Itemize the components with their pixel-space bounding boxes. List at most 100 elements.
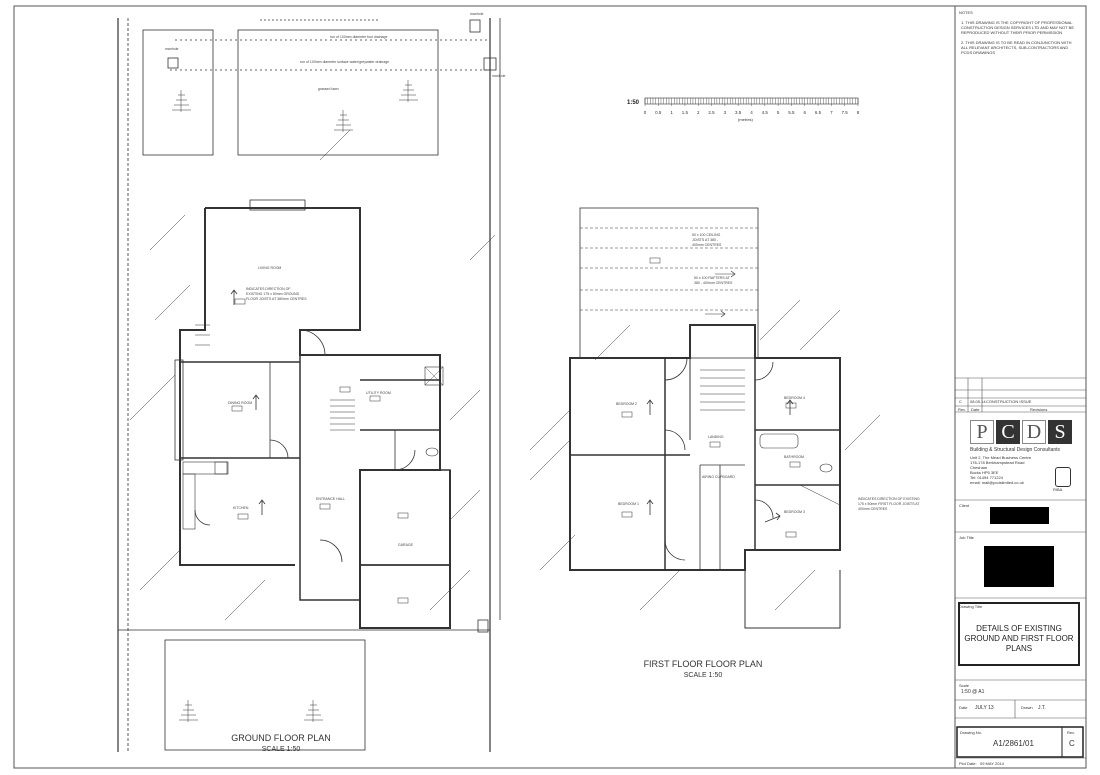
company-logo: P C D S (970, 420, 1072, 444)
lawn-label: grassed lawn (318, 87, 339, 91)
address-line-6: email: mail@pcdslimited.co.uk (970, 480, 1024, 485)
first-floor-plan (529, 207, 881, 629)
scale-bar-unit: (metres) (738, 117, 754, 122)
scale-tick-label: 3.5 (735, 110, 742, 115)
scale-tick-label: 5 (777, 110, 780, 115)
note-number-1: 1. (961, 20, 966, 25)
ff-joist-note-2: 175 x 50mm FIRST FLOOR JOISTS AT (858, 502, 920, 506)
ground-floor-title: GROUND FLOOR PLAN (231, 733, 331, 743)
ff-joist-note-3: 400mm CENTRES (858, 507, 888, 511)
drawing-no-value: A1/2861/01 (993, 739, 1034, 748)
address-line-2: 176-178 Berkhampstead Road (970, 460, 1025, 465)
date-value: JULY 13 (975, 705, 994, 711)
job-title-redaction (984, 546, 1054, 587)
scale-value: 1:50 @ A1 (961, 689, 985, 695)
room-label-bed3: BEDROOM 3 (784, 510, 805, 514)
logo-letter-s: S (1048, 420, 1072, 444)
job-title-label: Job Title (959, 535, 974, 540)
riba-badge-text: RIBA (1053, 487, 1063, 492)
manhole-label-3: manhole (492, 74, 505, 78)
note-text-2: THIS DRAWING IS TO BE READ IN CONJUNCTIO… (961, 40, 1072, 55)
drawing-title-box: DETAILS OF EXISTING GROUND AND FIRST FLO… (958, 602, 1080, 666)
plot-date-value: 09 MAY 2014 (980, 761, 1004, 766)
scale-tick-label: 7.5 (842, 110, 849, 115)
note-item-1: 1. THIS DRAWING IS THE COPYRIGHT OF PROF… (961, 20, 1079, 35)
riba-badge-icon (1055, 467, 1071, 487)
address-line-1: Unit 2, The Mead Business Centre (970, 455, 1032, 460)
note-item-2: 2. THIS DRAWING IS TO BE READ IN CONJUNC… (961, 40, 1079, 55)
ground-floor-plan (117, 18, 501, 752)
joist-note-line-2: EXISTING 175 x 50mm GROUND (246, 292, 300, 296)
manhole-label-2: manhole (470, 12, 483, 16)
drawing-title-line-1: DETAILS OF EXISTING (976, 624, 1062, 633)
scale-bar-ratio: 1:50 (627, 100, 640, 106)
room-label-bed2: BEDROOM 2 (616, 402, 637, 406)
scale-tick-label: 4.5 (762, 110, 769, 115)
scale-label: Scale (959, 683, 970, 688)
company-address: Unit 2, The Mead Business Centre 176-178… (970, 455, 1050, 485)
room-label-bed1: BEDROOM 1 (618, 502, 639, 506)
scale-tick-label: 1 (670, 110, 673, 115)
scale-tick-label: 3 (724, 110, 727, 115)
date-label: Date (959, 705, 968, 710)
drawing-title: DETAILS OF EXISTING GROUND AND FIRST FLO… (960, 624, 1078, 654)
drawing-no-label: Drawing No. (960, 730, 983, 735)
revision-date: 08.05.14 (970, 399, 986, 404)
joist-note-line-3: FLOOR JOISTS AT 380mm CENTRES (246, 297, 307, 301)
client-label: Client (959, 503, 970, 508)
drainage-label-2: run of 100mm diameter surface water/grey… (300, 60, 389, 64)
notes-heading: NOTES (959, 10, 973, 15)
room-label-utility: UTILITY ROOM (366, 391, 391, 395)
ff-joist-note-1: INDICATES DIRECTION OF EXISTING (858, 497, 920, 501)
room-label-garage: GARAGE (398, 543, 414, 547)
rev-label: Rev. (1067, 730, 1075, 735)
scale-tick-label: 0.5 (655, 110, 662, 115)
company-tagline: Building & Structural Design Consultants (970, 447, 1061, 453)
scale-tick-label: 4 (750, 110, 753, 115)
revision-header-rev: Rev. (958, 407, 966, 412)
ceiling-note-2: JOISTS AT 380 - (692, 238, 719, 242)
scale-tick-label: 5.5 (788, 110, 795, 115)
address-line-3: Chesham (970, 465, 988, 470)
drainage-label-1: run of 100mm diameter foul drainage (330, 35, 387, 39)
room-label-living: LIVING ROOM (258, 266, 281, 270)
logo-letter-c: C (996, 420, 1020, 444)
drawing-title-line-2: GROUND AND FIRST FLOOR (964, 634, 1074, 643)
revision-header-desc: Revisions (1030, 407, 1048, 412)
room-label-dining: DINING ROOM (228, 401, 252, 405)
drawn-label: Drawn (1021, 705, 1033, 710)
room-label-bath: BATHROOM (784, 455, 804, 459)
rafter-note-2: 380 - 400mm CENTRES (694, 281, 733, 285)
address-line-5: Tel: 01494 771224 (970, 475, 1003, 480)
room-label-airing: AIRING CUPBOARD (702, 475, 735, 479)
scale-tick-label: 2.5 (708, 110, 715, 115)
first-floor-title: FIRST FLOOR FLOOR PLAN (644, 659, 763, 669)
address-line-4: Bucks HP5 3EE (970, 470, 999, 475)
note-text-1: THIS DRAWING IS THE COPYRIGHT OF PROFESS… (961, 20, 1074, 35)
scale-tick-label: 6.5 (815, 110, 822, 115)
manhole-label-1: manhole (165, 47, 178, 51)
first-floor-scale: SCALE 1:50 (684, 672, 723, 679)
ground-floor-scale: SCALE 1:50 (262, 746, 301, 753)
rev-value: C (1069, 739, 1075, 748)
revision-rev: C (959, 399, 962, 404)
drawn-value: J.T. (1038, 705, 1046, 711)
logo-letter-d: D (1022, 420, 1046, 444)
scale-tick-label: 7 (830, 110, 833, 115)
drawing-title-label: Drawing Title (959, 604, 983, 609)
revision-desc: CONSTRUCTION ISSUE (986, 399, 1032, 404)
scale-tick-label: 0 (644, 110, 647, 115)
logo-letter-p: P (970, 420, 994, 444)
rafter-note-1: 50 x 100 RAFTERS AT (694, 276, 731, 280)
scale-tick-label: 8 (857, 110, 860, 115)
joist-note-line-1: INDICATES DIRECTION OF (246, 287, 290, 291)
scale-tick-label: 2 (697, 110, 700, 115)
scale-tick-label: 1.5 (682, 110, 689, 115)
plot-date-label: Plot Date: (959, 761, 977, 766)
drawing-title-line-3: PLANS (1005, 644, 1033, 653)
ceiling-note-3: 400mm CENTRES (692, 243, 722, 247)
title-block-frame (955, 377, 1086, 759)
room-label-kitchen: KITCHEN (233, 506, 249, 510)
